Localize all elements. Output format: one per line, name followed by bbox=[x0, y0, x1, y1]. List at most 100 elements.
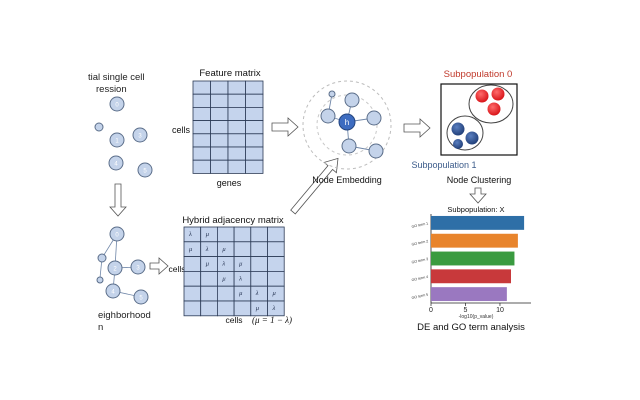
matrix-cell bbox=[227, 120, 246, 135]
hybrid-matrix-title: Hybrid adjacency matrix bbox=[182, 215, 284, 226]
matrix-cell-value: μ bbox=[239, 261, 243, 268]
matrix-cell-value: λ bbox=[205, 246, 209, 253]
chart-tick-label: 10 bbox=[496, 307, 504, 314]
matrix-cell bbox=[200, 285, 218, 302]
node-label: 2 bbox=[113, 267, 117, 273]
matrix-cell bbox=[216, 241, 235, 258]
node-label: 3 bbox=[138, 134, 142, 140]
node-embedding-panel: h Node Embedding bbox=[302, 80, 392, 185]
matrix-cell bbox=[250, 270, 268, 287]
matrix-cell bbox=[233, 285, 252, 302]
hybrid-matrix-panel: Hybrid adjacency matrix cells cells (μ =… bbox=[168, 215, 292, 325]
go-term-chart: Subpopulation: X GO term 1GO term 2GO te… bbox=[411, 205, 531, 320]
chart-bar bbox=[431, 251, 515, 266]
cell-node bbox=[108, 155, 124, 171]
matrix-cell bbox=[210, 93, 229, 108]
matrix-cell bbox=[245, 93, 264, 108]
chart-tick-label: 5 bbox=[464, 307, 468, 314]
feature-matrix-panel: Feature matrix cells genes bbox=[172, 68, 264, 188]
matrix-cell bbox=[200, 241, 218, 258]
matrix-cell bbox=[267, 226, 285, 243]
subpopulation-0-label: Subpopulation 0 bbox=[444, 69, 513, 80]
arrow-down-icon bbox=[109, 183, 127, 217]
matrix-cell bbox=[227, 146, 246, 161]
arrow-right-icon bbox=[149, 257, 169, 275]
cell-node bbox=[132, 127, 148, 143]
matrix-cell bbox=[210, 159, 229, 174]
de-go-caption: DE and GO term analysis bbox=[417, 322, 525, 333]
matrix-cell bbox=[267, 241, 285, 258]
matrix-cell bbox=[192, 159, 211, 174]
matrix-cell bbox=[245, 133, 264, 148]
matrix-cell bbox=[233, 270, 252, 287]
matrix-cell bbox=[183, 270, 202, 287]
matrix-cell bbox=[267, 270, 285, 287]
matrix-cell bbox=[183, 226, 202, 243]
cluster-ring bbox=[468, 84, 514, 124]
matrix-cell bbox=[200, 270, 218, 287]
matrix-cell-value: μ bbox=[222, 246, 226, 253]
subpopulation-1-label: Subpopulation 1 bbox=[411, 160, 476, 170]
matrix-cell bbox=[227, 159, 246, 174]
embed-node bbox=[368, 143, 384, 159]
cluster-cell bbox=[451, 122, 465, 136]
cluster-cell bbox=[487, 102, 501, 116]
feature-row-label: cells bbox=[172, 125, 191, 135]
cell-node bbox=[97, 253, 107, 263]
matrix-cell-value: λ bbox=[188, 231, 192, 238]
node-label: 5 bbox=[139, 296, 143, 302]
matrix-cell bbox=[245, 159, 264, 174]
node-label: 5 bbox=[143, 169, 147, 175]
cell-node bbox=[109, 96, 125, 112]
matrix-cell bbox=[183, 256, 202, 272]
hybrid-formula: (μ = 1 − λ) bbox=[252, 315, 292, 325]
matrix-cell bbox=[245, 107, 264, 122]
chart-category-label: GO term 3 bbox=[411, 257, 428, 264]
matrix-cell bbox=[245, 146, 264, 161]
matrix-cell bbox=[267, 285, 285, 302]
chart-category-label: GO term 5 bbox=[411, 293, 428, 300]
matrix-cell bbox=[233, 300, 252, 317]
arrow-diagonal-icon bbox=[290, 157, 339, 215]
matrix-cell bbox=[233, 256, 252, 272]
spatial-title-line1: tial single cell bbox=[88, 72, 145, 83]
matrix-cell bbox=[192, 120, 211, 135]
node-label: 4 bbox=[111, 290, 115, 296]
embed-node bbox=[341, 138, 357, 154]
matrix-cell-value: μ bbox=[206, 231, 210, 238]
feature-col-label: genes bbox=[217, 178, 242, 188]
center-node-label: h bbox=[345, 118, 349, 127]
matrix-cell-value: λ bbox=[255, 290, 259, 297]
matrix-cell bbox=[200, 256, 218, 272]
matrix-cell bbox=[216, 270, 235, 287]
arrow-down-icon bbox=[469, 187, 487, 204]
spatial-title-line2: ression bbox=[96, 84, 127, 95]
node-label: 1 bbox=[115, 139, 119, 145]
neighborhood-panel: 0 2 3 4 5 eighborhood n bbox=[96, 226, 151, 333]
matrix-cell bbox=[200, 226, 218, 243]
matrix-cell bbox=[227, 133, 246, 148]
cell-node bbox=[133, 289, 149, 305]
matrix-cell bbox=[192, 146, 211, 161]
cluster-ring bbox=[446, 115, 484, 151]
matrix-cell bbox=[210, 120, 229, 135]
cell-node bbox=[107, 260, 123, 276]
chart-bar bbox=[431, 233, 518, 248]
matrix-cell-value: λ bbox=[221, 261, 225, 268]
matrix-cell bbox=[227, 80, 246, 95]
matrix-cell bbox=[216, 256, 235, 272]
embed-node bbox=[344, 92, 360, 108]
matrix-cell bbox=[245, 120, 264, 135]
matrix-cell bbox=[192, 93, 211, 108]
matrix-cell bbox=[250, 241, 268, 258]
arrow-right-icon bbox=[403, 118, 431, 138]
cluster-cell bbox=[453, 139, 463, 149]
matrix-cell-value: μ bbox=[256, 305, 260, 312]
chart-bar bbox=[431, 269, 511, 284]
matrix-cell-value: μ bbox=[189, 246, 193, 253]
node-label: 0 bbox=[115, 233, 119, 239]
node-clustering-panel: Subpopulation 0 Subpopulation 1 Node Clu… bbox=[411, 69, 518, 185]
matrix-cell bbox=[216, 300, 235, 317]
matrix-cell bbox=[216, 226, 235, 243]
